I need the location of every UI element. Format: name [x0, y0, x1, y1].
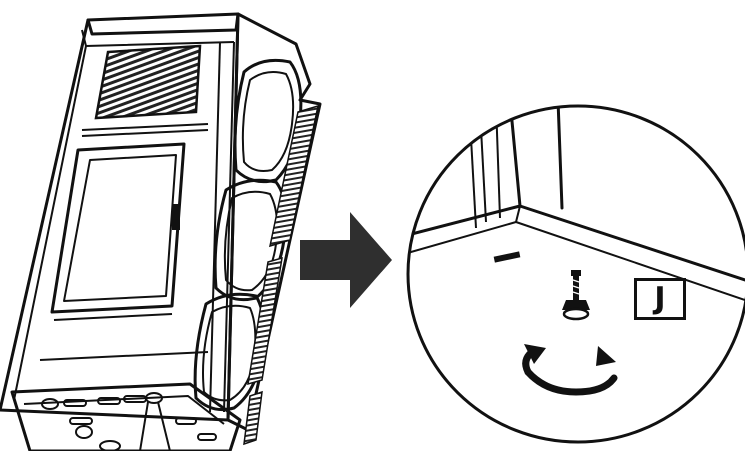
stove-door	[50, 142, 186, 321]
stove-icon	[0, 12, 322, 451]
stove-base	[10, 382, 242, 451]
adjustable-foot-icon	[562, 270, 590, 321]
detail-label-box: J	[634, 278, 686, 320]
rotate-arrow-icon	[522, 344, 618, 396]
detail-label: J	[654, 281, 666, 316]
top-grille	[94, 44, 202, 120]
detail-view	[406, 104, 745, 444]
direction-arrow-icon	[300, 212, 392, 308]
side-vents	[243, 104, 319, 446]
